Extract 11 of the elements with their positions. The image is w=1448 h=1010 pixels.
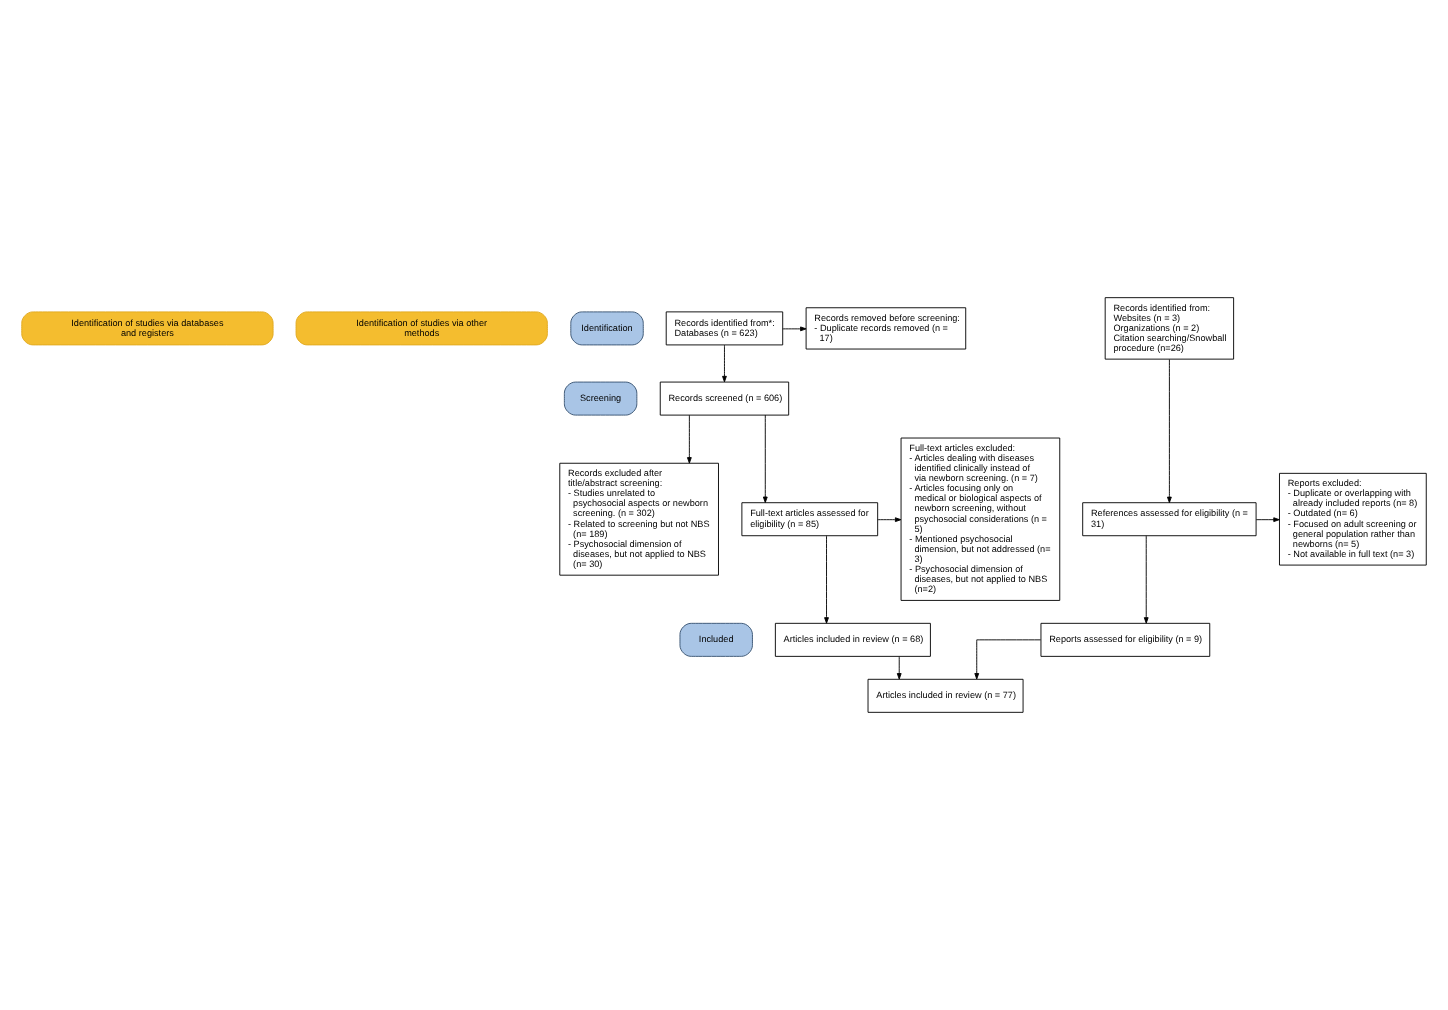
- arrow: [877, 517, 902, 523]
- arrow: [824, 535, 829, 624]
- arrow: [687, 414, 692, 464]
- arrow: [974, 639, 1042, 680]
- arrow: [762, 414, 768, 503]
- arrow: [896, 656, 902, 680]
- arrow: [1255, 517, 1280, 523]
- arrow: [782, 326, 807, 332]
- arrow: [722, 344, 727, 383]
- arrow: [1167, 359, 1172, 504]
- arrow: [1143, 535, 1149, 624]
